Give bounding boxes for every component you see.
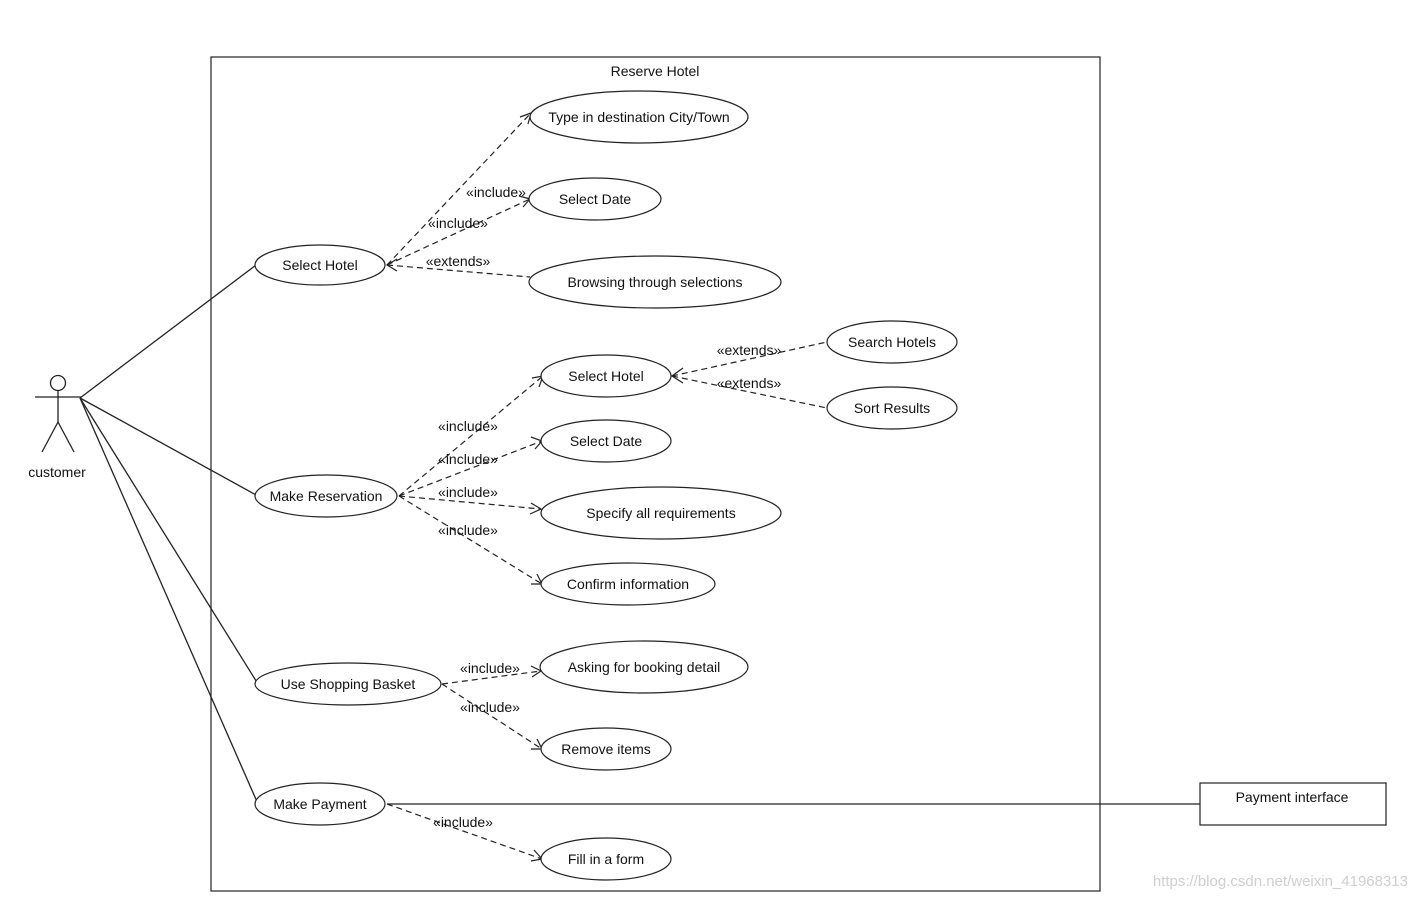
use-case-asking-booking-detail[interactable]: Asking for booking detail	[539, 640, 749, 694]
assoc-use-shopping-basket	[79, 397, 259, 685]
use-case-make-reservation[interactable]: Make Reservation	[254, 474, 398, 518]
use-case-search-hotels[interactable]: Search Hotels	[826, 320, 958, 364]
use-case-browsing[interactable]: Browsing through selections	[528, 255, 782, 309]
watermark: https://blog.csdn.net/weixin_41968313	[1153, 873, 1408, 890]
dep-include-specify	[398, 495, 542, 510]
assoc-make-payment	[79, 397, 259, 805]
system-boundary	[210, 56, 1101, 892]
use-case-select-hotel-b[interactable]: Select Hotel	[540, 354, 672, 398]
use-case-confirm-information[interactable]: Confirm information	[540, 562, 716, 606]
dep-include-fill-form	[386, 803, 543, 860]
assoc-select-hotel	[79, 264, 257, 399]
dependencies	[385, 112, 828, 862]
arrowhead	[385, 258, 398, 272]
use-case-label: Select Hotel	[282, 257, 357, 273]
use-case-label: Type in destination City/Town	[548, 109, 729, 125]
dep-extends-search-hotels	[671, 341, 828, 377]
use-case-label: Sort Results	[854, 400, 930, 416]
payment-interface-box[interactable]: Payment interface	[1199, 782, 1387, 826]
label-include: «include»	[438, 522, 498, 538]
use-case-label: Fill in a form	[568, 851, 644, 867]
use-case-fill-form[interactable]: Fill in a form	[540, 837, 672, 881]
use-case-label: Remove items	[561, 741, 650, 757]
dep-extends-sort-results	[671, 375, 828, 409]
use-case-select-date-b[interactable]: Select Date	[540, 419, 672, 463]
use-case-label: Make Reservation	[270, 488, 383, 504]
stereotype-labels: «include» «include» «extends» «extends» …	[426, 184, 782, 830]
use-case-remove-items[interactable]: Remove items	[540, 727, 672, 771]
dep-include-destination	[386, 112, 532, 266]
use-case-label: Select Date	[570, 433, 643, 449]
arrowhead	[670, 367, 684, 384]
dep-include-remove	[441, 683, 543, 750]
label-include: «include»	[466, 184, 526, 200]
use-case-label: Select Hotel	[568, 368, 643, 384]
use-case-label: Specify all requirements	[586, 505, 735, 521]
use-case-make-payment[interactable]: Make Payment	[254, 782, 386, 826]
label-include: «include»	[460, 699, 520, 715]
label-include: «include»	[438, 418, 498, 434]
dep-include-asking	[441, 670, 542, 685]
use-case-label: Use Shopping Basket	[281, 676, 416, 692]
dep-extends-browsing	[386, 264, 531, 278]
actor-label: customer	[28, 464, 86, 480]
use-case-label: Asking for booking detail	[568, 659, 721, 675]
label-extends: «extends»	[426, 253, 491, 269]
use-case-label: Confirm information	[567, 576, 689, 592]
label-include: «include»	[438, 484, 498, 500]
dep-include-select-date	[386, 198, 531, 266]
arrowhead	[530, 436, 544, 450]
label-extends: «extends»	[717, 342, 782, 358]
use-case-label: Make Payment	[273, 796, 366, 812]
use-case-label: Select Date	[559, 191, 632, 207]
actor-left-leg	[41, 421, 59, 453]
label-include: «include»	[438, 451, 498, 467]
actor-right-leg	[57, 421, 75, 453]
system-title: Reserve Hotel	[611, 63, 700, 79]
use-case-specify-requirements[interactable]: Specify all requirements	[540, 486, 782, 540]
dep-include-select-hotel-b	[398, 375, 544, 497]
arrowhead	[531, 738, 543, 750]
use-case-type-destination[interactable]: Type in destination City/Town	[529, 90, 749, 144]
dep-include-confirm	[398, 495, 543, 585]
actor-customer[interactable]: customer	[28, 374, 86, 481]
dep-include-select-date-b	[398, 440, 543, 497]
payment-interface-label: Payment interface	[1236, 789, 1349, 805]
use-case-label: Browsing through selections	[567, 274, 742, 290]
use-case-label: Search Hotels	[848, 334, 936, 350]
use-case-select-date-a[interactable]: Select Date	[528, 177, 662, 221]
payment-interface-rect	[1199, 782, 1387, 826]
label-include: «include»	[460, 660, 520, 676]
assoc-make-reservation	[79, 397, 259, 497]
label-extends: «extends»	[717, 375, 782, 391]
use-case-sort-results[interactable]: Sort Results	[826, 386, 958, 430]
arrowhead	[529, 502, 543, 515]
label-include: «include»	[428, 215, 488, 231]
label-include: «include»	[433, 814, 493, 830]
use-case-select-hotel[interactable]: Select Hotel	[254, 244, 386, 286]
use-case-use-shopping-basket[interactable]: Use Shopping Basket	[254, 662, 442, 706]
actor-head	[49, 374, 67, 392]
